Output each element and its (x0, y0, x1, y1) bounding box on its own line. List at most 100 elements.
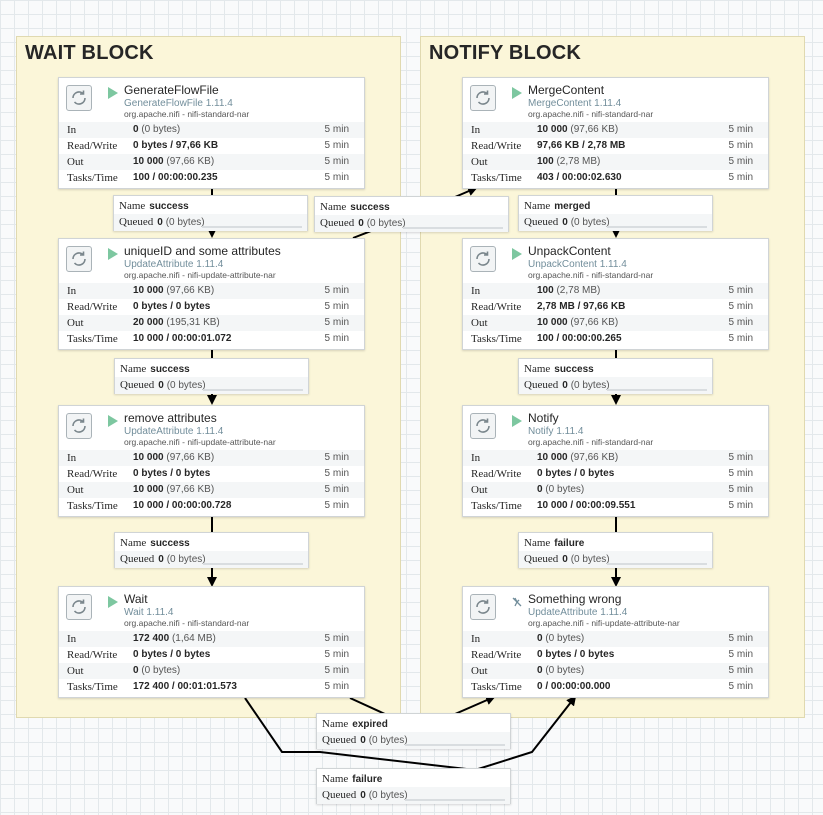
group-title: WAIT BLOCK (25, 42, 154, 64)
disabled-icon (512, 597, 522, 607)
processor-name: remove attributes (124, 411, 217, 425)
queue-bar (403, 227, 503, 229)
processor-notify[interactable]: Notify Notify 1.11.4 org.apache.nifi - n… (462, 405, 769, 517)
processor-bundle: org.apache.nifi - nifi-update-attribute-… (124, 270, 276, 280)
group-title: NOTIFY BLOCK (429, 42, 582, 64)
processor-type: UpdateAttribute 1.11.4 (528, 607, 628, 618)
processor-name: Wait (124, 592, 148, 606)
processor-name: Notify (528, 411, 559, 425)
queue-bar (202, 226, 302, 228)
processor-icon (470, 594, 496, 620)
processor-generate-flowfile[interactable]: GenerateFlowFile GenerateFlowFile 1.11.4… (58, 77, 365, 189)
processor-icon (66, 413, 92, 439)
play-icon (512, 248, 522, 260)
processor-type: MergeContent 1.11.4 (528, 98, 622, 109)
processor-type: UpdateAttribute 1.11.4 (124, 259, 224, 270)
queue-bar (203, 563, 303, 565)
processor-bundle: org.apache.nifi - nifi-standard-nar (124, 618, 250, 628)
processor-icon (66, 594, 92, 620)
processor-merge-content[interactable]: MergeContent MergeContent 1.11.4 org.apa… (462, 77, 769, 189)
processor-type: UnpackContent 1.11.4 (528, 259, 627, 270)
queue-bar (405, 744, 505, 746)
processor-bundle: org.apache.nifi - nifi-standard-nar (124, 109, 250, 119)
processor-type: GenerateFlowFile 1.11.4 (124, 98, 233, 109)
processor-remove-attributes[interactable]: remove attributes UpdateAttribute 1.11.4… (58, 405, 365, 517)
processor-icon (470, 85, 496, 111)
processor-type: Notify 1.11.4 (528, 426, 584, 437)
play-icon (512, 87, 522, 99)
processor-icon (470, 413, 496, 439)
queue-bar (203, 389, 303, 391)
processor-type: Wait 1.11.4 (124, 607, 174, 618)
processor-bundle: org.apache.nifi - nifi-update-attribute-… (528, 618, 680, 628)
processor-icon (470, 246, 496, 272)
processor-name: Something wrong (528, 592, 622, 606)
processor-something-wrong[interactable]: Something wrong UpdateAttribute 1.11.4 o… (462, 586, 769, 698)
play-icon (108, 415, 118, 427)
processor-type: UpdateAttribute 1.11.4 (124, 426, 224, 437)
processor-bundle: org.apache.nifi - nifi-standard-nar (528, 437, 654, 447)
play-icon (108, 596, 118, 608)
processor-wait[interactable]: Wait Wait 1.11.4 org.apache.nifi - nifi-… (58, 586, 365, 698)
processor-bundle: org.apache.nifi - nifi-update-attribute-… (124, 437, 276, 447)
processor-unique-id[interactable]: uniqueID and some attributes UpdateAttri… (58, 238, 365, 350)
processor-name: GenerateFlowFile (124, 83, 219, 97)
processor-bundle: org.apache.nifi - nifi-standard-nar (528, 270, 654, 280)
queue-bar (607, 226, 707, 228)
processor-name: MergeContent (528, 83, 605, 97)
processor-unpack-content[interactable]: UnpackContent UnpackContent 1.11.4 org.a… (462, 238, 769, 350)
queue-bar (607, 389, 707, 391)
processor-icon (66, 85, 92, 111)
processor-icon (66, 246, 92, 272)
queue-bar (607, 563, 707, 565)
processor-name: uniqueID and some attributes (124, 244, 281, 258)
processor-name: UnpackContent (528, 244, 611, 258)
play-icon (512, 415, 522, 427)
processor-bundle: org.apache.nifi - nifi-standard-nar (528, 109, 654, 119)
queue-bar (405, 799, 505, 801)
play-icon (108, 87, 118, 99)
play-icon (108, 248, 118, 260)
